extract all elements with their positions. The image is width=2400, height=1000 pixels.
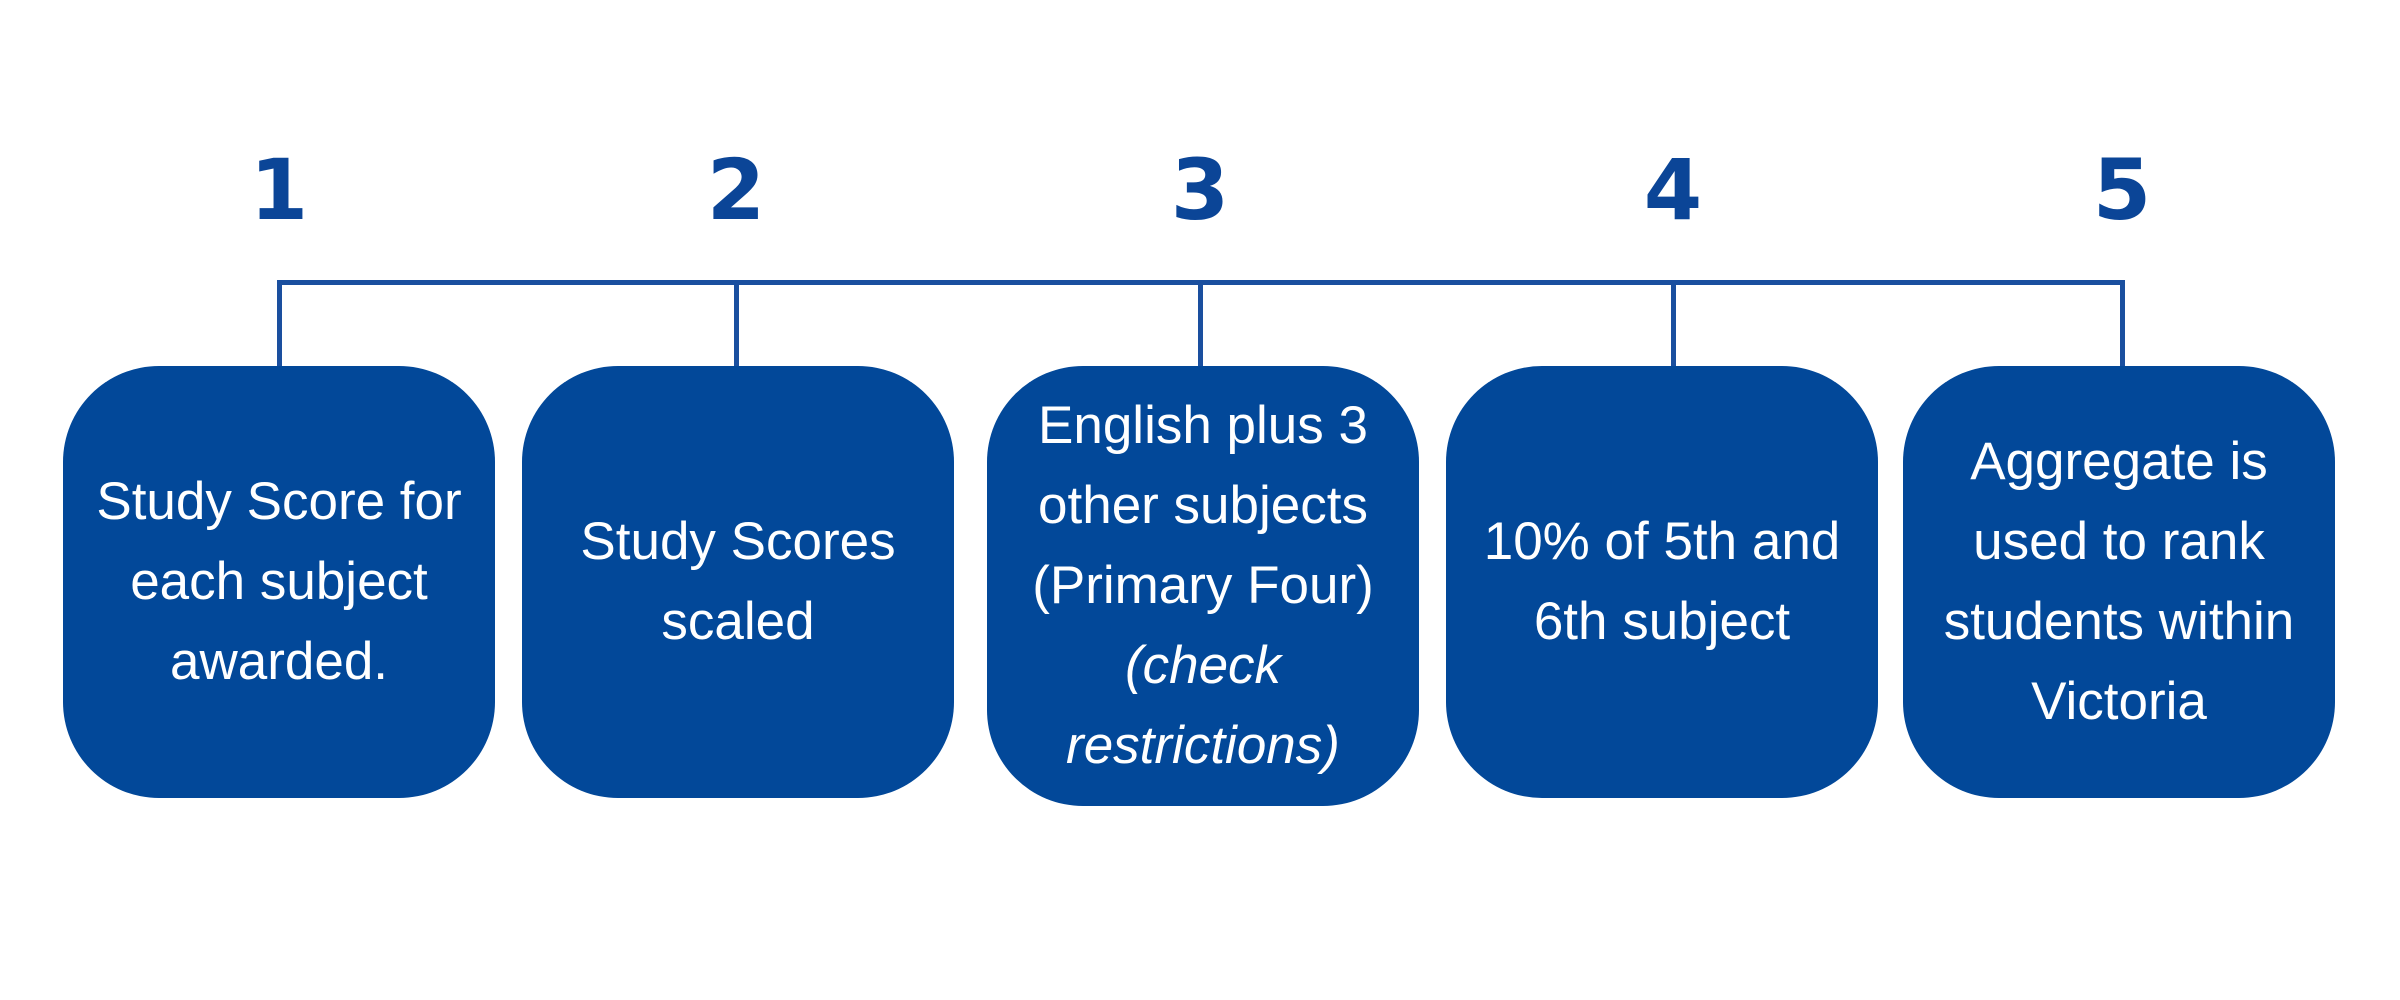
connector-line-1 — [277, 280, 282, 368]
step-text-1: Study Score for each subject awarded. — [77, 462, 481, 702]
step-box-2: Study Scores scaled — [522, 366, 954, 798]
step-text-4: 10% of 5th and 6th subject — [1460, 502, 1864, 662]
step-label-3: English plus 3 other subjects (Primary F… — [1032, 396, 1374, 615]
step-number-3: 3 — [1170, 141, 1230, 239]
step-number-4: 4 — [1643, 141, 1703, 239]
step-label-1: Study Score for each subject awarded. — [96, 472, 462, 691]
connector-line-5 — [2120, 280, 2125, 368]
connector-line-2 — [734, 280, 739, 368]
step-number-2: 2 — [706, 141, 766, 239]
step-label-2: Study Scores scaled — [580, 512, 896, 651]
connector-line-3 — [1198, 280, 1203, 368]
step-text-5: Aggregate is used to rank students withi… — [1917, 422, 2321, 742]
step-number-1: 1 — [249, 141, 309, 239]
step-text-2: Study Scores scaled — [536, 502, 940, 662]
connector-line-4 — [1671, 280, 1676, 368]
step-label-4: 10% of 5th and 6th subject — [1483, 512, 1841, 651]
step-number-5: 5 — [2092, 141, 2152, 239]
step-label-5: Aggregate is used to rank students withi… — [1943, 432, 2295, 731]
step-note-3: (check restrictions) — [1066, 636, 1340, 775]
step-text-3: English plus 3 other subjects (Primary F… — [1001, 386, 1405, 786]
step-box-3: English plus 3 other subjects (Primary F… — [987, 366, 1419, 806]
step-box-4: 10% of 5th and 6th subject — [1446, 366, 1878, 798]
step-box-5: Aggregate is used to rank students withi… — [1903, 366, 2335, 798]
step-box-1: Study Score for each subject awarded. — [63, 366, 495, 798]
